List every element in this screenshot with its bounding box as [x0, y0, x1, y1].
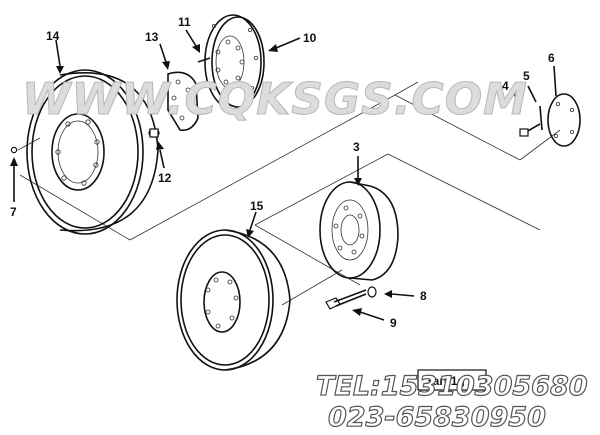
flywheel-bolt [197, 57, 211, 63]
cover-plate [547, 93, 581, 147]
assembly-guide-lines-lower [254, 153, 541, 306]
watermark-tel: TEL:15310305680 [316, 371, 588, 402]
assembly-guide-lines-upper [17, 81, 561, 241]
callout-arrows [10, 29, 557, 321]
watermark-website: WWW.CQKSGS.COM [22, 74, 528, 125]
adapter-plate [167, 71, 199, 132]
callout-11: 11 [178, 15, 191, 29]
callout-4: 4 [502, 79, 509, 93]
hub-capscrew [325, 289, 367, 310]
callout-9: 9 [390, 316, 397, 330]
watermark-phone: 023-65830950 [328, 402, 546, 433]
hub-washer [367, 286, 377, 298]
callout-5: 5 [523, 69, 530, 83]
callout-13: 13 [145, 30, 159, 44]
damper-pulley-large [26, 69, 159, 235]
callout-7: 7 [10, 205, 17, 219]
callout-8: 8 [420, 289, 427, 303]
pilot-bushing [148, 128, 160, 138]
capscrew-and-washer [519, 105, 543, 137]
drawing-reference-label: 3ar01g [426, 374, 465, 388]
callout-3: 3 [353, 140, 360, 154]
callout-14: 14 [46, 29, 60, 43]
callout-15: 15 [250, 199, 264, 213]
callout-6: 6 [548, 51, 555, 65]
pulley-hub [319, 181, 399, 281]
crankshaft-pulley [176, 229, 291, 371]
drawing-reference-box: 3ar01g [417, 369, 487, 391]
callout-12: 12 [158, 171, 172, 185]
callout-10: 10 [303, 31, 317, 45]
dowel-pin [10, 146, 18, 154]
flywheel-disc [204, 14, 265, 110]
